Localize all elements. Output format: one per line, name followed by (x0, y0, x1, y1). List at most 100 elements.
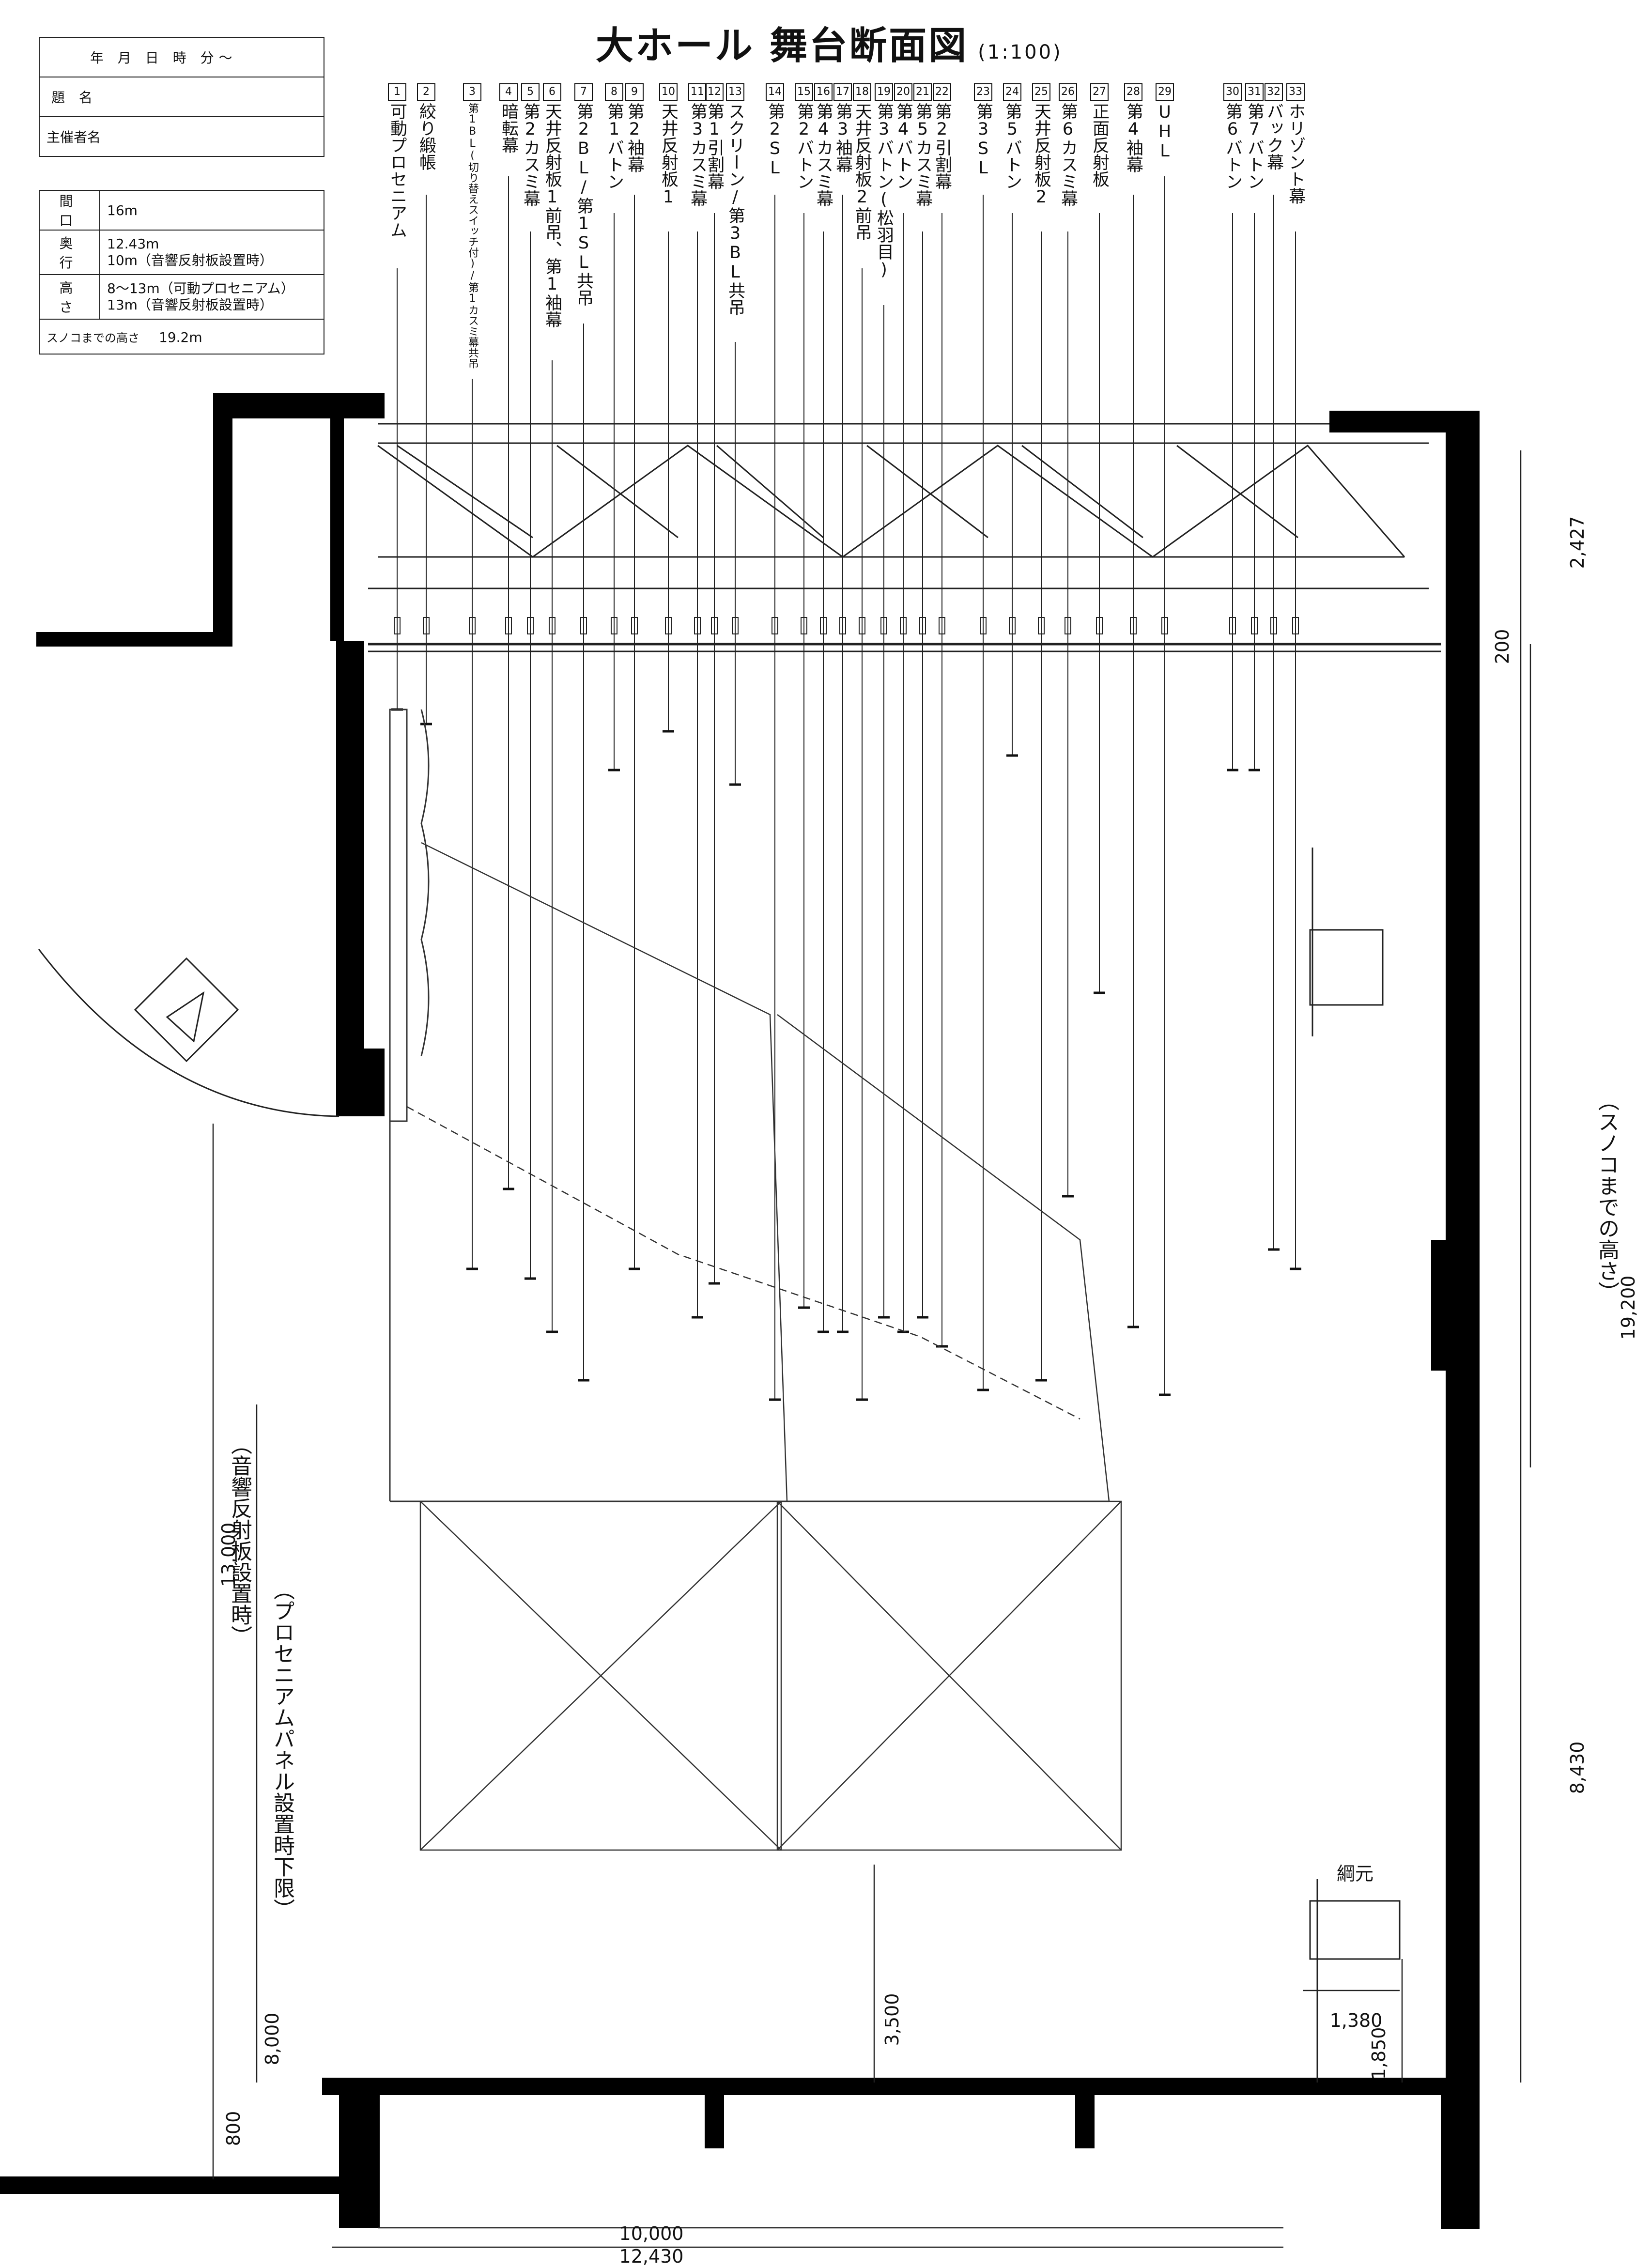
right-wall-ledge (1431, 1240, 1446, 1371)
batten-pulley (880, 617, 887, 634)
scale-text: (1:100) (978, 41, 1063, 63)
title-text: 大ホール 舞台断面図 (596, 24, 969, 68)
batten-number: 15 (795, 83, 813, 101)
batten-pulley (1009, 617, 1016, 634)
proscenium-block (336, 1049, 385, 1116)
proscenium-wall (336, 641, 364, 1116)
batten-name: 第5カスミ幕 (913, 103, 932, 207)
batten-number: 10 (659, 83, 678, 101)
date-row[interactable]: 年 月 日 時 分〜 (39, 37, 324, 77)
batten-number: 17 (833, 83, 852, 101)
batten-pulley (527, 617, 534, 634)
batten-name: 可動プロセニアム (387, 103, 407, 238)
audience-floor-slab (0, 2176, 339, 2194)
batten-name: 天井反射板2前吊 (852, 103, 872, 241)
batten-number: 33 (1286, 83, 1305, 101)
batten-pulley (732, 617, 739, 634)
batten-name: 第2袖幕 (625, 103, 644, 173)
dim-floor-step: 800 (223, 2111, 244, 2146)
batten-pulley (801, 617, 807, 634)
audience-arc (38, 949, 339, 1117)
batten-number: 20 (894, 83, 912, 101)
batten-name: 第6カスミ幕 (1058, 103, 1078, 207)
batten-pulley (549, 617, 555, 634)
batten-name: UHL (1155, 103, 1174, 161)
batten-number: 16 (814, 83, 833, 101)
batten-name: 第6バトン (1223, 103, 1242, 190)
batten-number: 23 (974, 83, 992, 101)
batten-pulley (900, 617, 907, 634)
batten-pulley (394, 617, 401, 634)
organizer-row[interactable]: 主催者名 (39, 116, 324, 157)
sunoko-label: スノコまでの高さ (46, 331, 139, 345)
batten-number: 12 (705, 83, 724, 101)
batten-pulley (1229, 617, 1236, 634)
left-upper-wall (213, 393, 232, 640)
batten-label: 3 第1BL(切り替えスイッチ付)/第1カスミ幕共吊 (463, 83, 481, 369)
batten-pulley (1251, 617, 1258, 634)
batten-name: 天井反射板1前吊、第1袖幕 (542, 103, 562, 328)
batten-name: 第3袖幕 (833, 103, 852, 173)
dim-proscenium-height: 8,000 (262, 2013, 283, 2066)
rope-label: 綱元 (1337, 1863, 1373, 1884)
batten-name: 第2バトン (794, 103, 814, 190)
batten-pulley (1292, 617, 1299, 634)
batten-pulley (711, 617, 718, 634)
reflector-panels (406, 842, 1122, 1851)
batten-number: 22 (933, 83, 951, 101)
batten-number: 3 (463, 83, 481, 101)
sunoko-caption: （スノコまでの高さ） (1594, 1090, 1619, 1303)
dimension-labels: 2,427 200 19,200 8,430 1,380 1,850 3,500… (218, 516, 1639, 2267)
batten-pulley (859, 617, 865, 634)
proscenium-caption: （プロセニアムパネル設置時下限） (270, 1579, 294, 1920)
batten-pulley (611, 617, 617, 634)
dim-width-inner: 10,000 (619, 2223, 684, 2244)
batten-number: 7 (574, 83, 593, 101)
form-header-table: 年 月 日 時 分〜 題 名 主催者名 (39, 37, 324, 157)
batten-name: 第3バトン(松羽目) (874, 103, 894, 279)
batten-name: 天井反射板1 (659, 103, 678, 207)
batten-name: 絞り緞帳 (417, 103, 436, 170)
batten-pulley (694, 617, 701, 634)
floor-beam (705, 2095, 724, 2148)
batten-pulley (1096, 617, 1103, 634)
batten-name: 第5バトン (1003, 103, 1022, 190)
batten-name: バック幕 (1264, 103, 1283, 170)
batten-pulley (580, 617, 587, 634)
subject-row[interactable]: 題 名 (39, 77, 324, 117)
batten-pulley (469, 617, 476, 634)
batten-number: 19 (875, 83, 893, 101)
spec-key: 高 さ (39, 274, 100, 320)
batten-label: 15 第2バトン (794, 83, 814, 190)
batten-name: 第4袖幕 (1124, 103, 1143, 173)
date-row-label: 年 月 日 時 分〜 (90, 50, 237, 66)
batten-number: 28 (1124, 83, 1142, 101)
pit-right-wall (1441, 2095, 1480, 2229)
spec-value: 12.43m 10m（音響反射板設置時） (99, 230, 324, 275)
batten-label: 22 第2引割幕 (932, 83, 952, 190)
floor-beam (1075, 2095, 1095, 2148)
batten-number: 24 (1003, 83, 1021, 101)
batten-name: 第1BL(切り替えスイッチ付)/第1カスミ幕共吊 (466, 103, 478, 369)
batten-number: 14 (766, 83, 784, 101)
spec-value: 16m (99, 190, 324, 231)
proscenium-outline (389, 709, 1109, 1502)
batten-name: 第2引割幕 (932, 103, 952, 190)
batten-number: 25 (1032, 83, 1050, 101)
batten-number: 27 (1090, 83, 1109, 101)
